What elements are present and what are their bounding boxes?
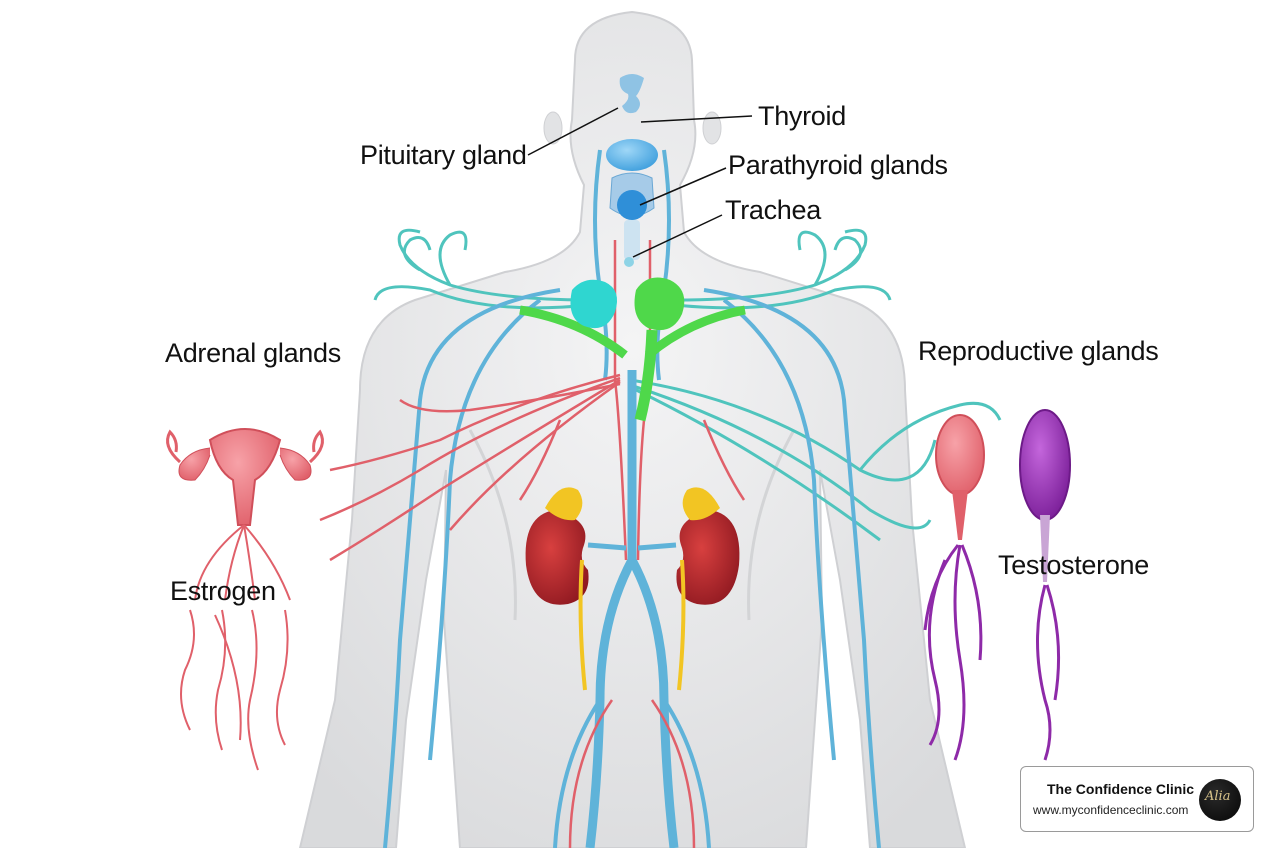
label-estrogen: Estrogen [170,576,276,606]
leader-lines [527,107,753,258]
neck-glands [606,74,658,267]
label-thyroid: Thyroid [758,101,846,131]
collar-glands [519,277,746,422]
clinic-logo-icon: Alia [1199,779,1241,821]
blue-vessels [383,149,881,848]
label-testosterone: Testosterone [998,550,1149,580]
label-reproductive-glands: Reproductive glands [918,336,1159,366]
testes-illustration [923,409,1071,761]
label-pituitary-gland: Pituitary gland [360,140,527,170]
clinic-url: www.myconfidenceclinic.com [1033,803,1189,817]
red-vessels [319,240,746,848]
clinic-name: The Confidence Clinic [1047,781,1195,797]
label-parathyroid-glands: Parathyroid glands [728,150,948,180]
kidneys [525,487,740,691]
uterus-illustration [166,428,324,771]
label-adrenal-glands: Adrenal glands [165,338,341,368]
clinic-badge: The Confidence Clinic www.myconfidencecl… [1020,766,1254,832]
label-trachea: Trachea [725,195,821,225]
